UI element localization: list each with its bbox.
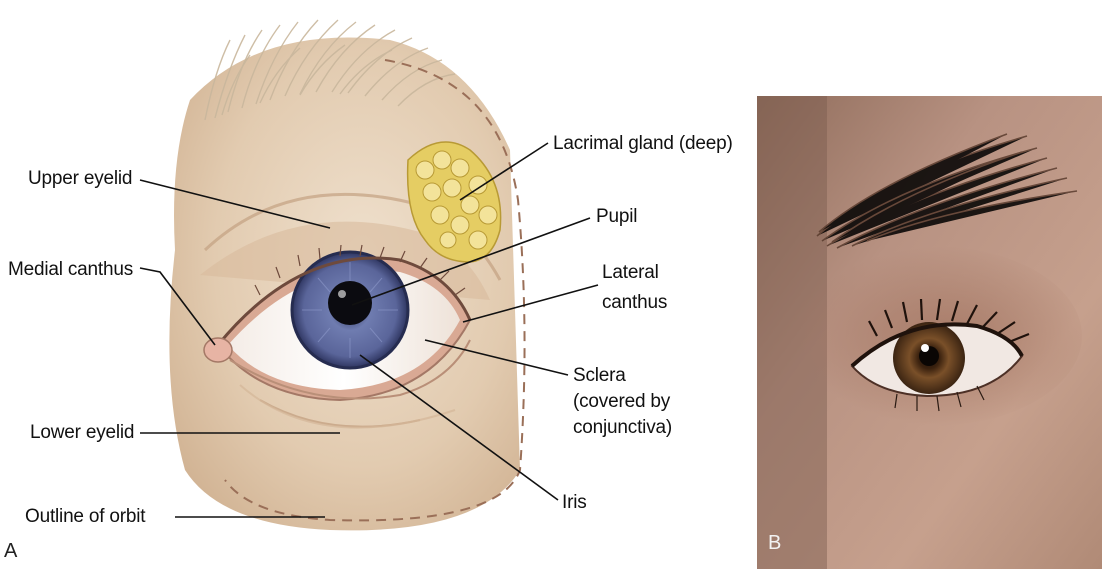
label-pupil: Pupil [596, 206, 637, 228]
panel-b-letter: B [768, 532, 781, 555]
medial-canthus-caruncle [204, 338, 232, 362]
label-lateral-canthus-line1: Lateral [602, 262, 667, 284]
label-sclera-line2: (covered by [573, 391, 672, 413]
label-medial-canthus: Medial canthus [8, 259, 133, 281]
label-lower-eyelid: Lower eyelid [30, 422, 134, 444]
label-lacrimal-gland: Lacrimal gland (deep) [553, 133, 733, 155]
label-lateral-canthus-line2: canthus [602, 292, 667, 314]
label-upper-eyelid: Upper eyelid [28, 168, 132, 190]
label-sclera: Sclera (covered by conjunctiva) [573, 365, 672, 439]
pupil [328, 281, 372, 325]
eye-photo [757, 96, 1102, 569]
panel-a-letter: A [4, 540, 17, 563]
label-outline-of-orbit: Outline of orbit [25, 506, 145, 528]
label-iris: Iris [562, 492, 587, 514]
eye-illustration [0, 0, 560, 571]
label-sclera-line1: Sclera [573, 365, 672, 387]
label-lateral-canthus: Lateral canthus [602, 262, 667, 314]
label-sclera-line3: conjunctiva) [573, 417, 672, 439]
